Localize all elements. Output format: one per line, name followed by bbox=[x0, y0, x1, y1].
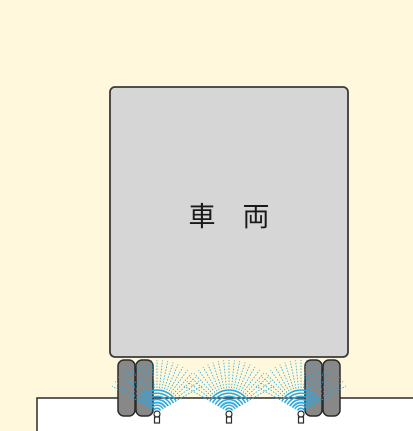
vehicle-body bbox=[109, 86, 349, 358]
left-tire-pair bbox=[117, 359, 154, 417]
tire-icon bbox=[304, 359, 323, 417]
nozzle-icon bbox=[225, 410, 233, 424]
vehicle-label: 車 両 bbox=[188, 202, 270, 233]
water-spray-fan bbox=[183, 360, 275, 413]
nozzle-icon bbox=[153, 410, 161, 424]
tire-icon bbox=[135, 359, 154, 417]
water-spray-fan bbox=[111, 360, 203, 413]
water-spray-group bbox=[111, 360, 347, 413]
right-tire-pair bbox=[304, 359, 341, 417]
tire-icon bbox=[117, 359, 136, 417]
water-spray-fan bbox=[255, 360, 347, 413]
nozzle-group bbox=[153, 410, 305, 424]
nozzle-icon bbox=[297, 410, 305, 424]
tire-icon bbox=[322, 359, 341, 417]
